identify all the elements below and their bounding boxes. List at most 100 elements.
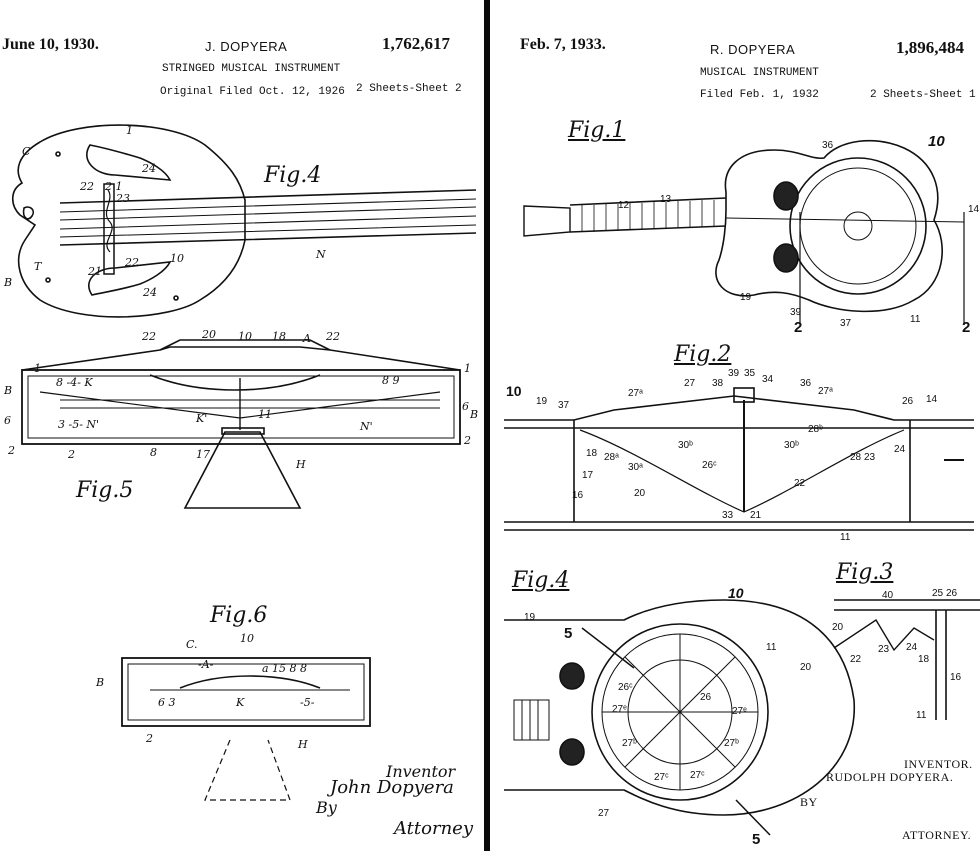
svg-text:27ᵉ: 27ᵉ <box>612 704 627 715</box>
svg-text:a 15 8 8: a 15 8 8 <box>262 662 307 675</box>
svg-text:27ᶜ: 27ᶜ <box>654 772 669 783</box>
svg-text:-A-: -A- <box>198 658 214 671</box>
svg-text:2: 2 <box>145 732 153 745</box>
svg-text:5: 5 <box>564 625 572 642</box>
svg-text:36: 36 <box>822 140 834 151</box>
svg-text:11: 11 <box>766 642 777 653</box>
fig5-cone <box>183 431 302 509</box>
left-fig4-label: Fig.4 <box>264 163 322 188</box>
svg-text:C: C <box>22 145 31 158</box>
svg-text:19: 19 <box>524 612 536 623</box>
svg-text:11: 11 <box>840 532 851 543</box>
svg-text:20: 20 <box>832 622 844 633</box>
svg-text:10: 10 <box>170 252 184 265</box>
svg-text:B: B <box>3 384 12 397</box>
svg-text:6 3: 6 3 <box>158 696 176 709</box>
fig4-neck <box>59 189 477 246</box>
right-date: Feb. 7, 1933. <box>520 36 606 53</box>
right-fig3-label: Fig.3 <box>836 560 894 585</box>
svg-text:13: 13 <box>660 194 672 205</box>
svg-text:24: 24 <box>894 444 906 455</box>
svg-text:28: 28 <box>850 452 862 463</box>
svg-text:16: 16 <box>950 672 962 683</box>
svg-text:B: B <box>95 676 104 689</box>
svg-text:21: 21 <box>87 265 102 278</box>
left-patent-number: 1,762,617 <box>382 34 450 53</box>
svg-text:2: 2 <box>7 444 15 457</box>
svg-text:K': K' <box>195 412 207 425</box>
right-title: MUSICAL INSTRUMENT <box>700 67 819 79</box>
svg-text:22: 22 <box>79 180 94 193</box>
svg-text:11: 11 <box>910 314 921 325</box>
svg-text:23: 23 <box>115 192 130 205</box>
svg-text:17: 17 <box>196 448 210 461</box>
svg-text:16: 16 <box>572 490 584 501</box>
right-inventor: R. DOPYERA <box>710 42 796 57</box>
svg-text:27ᵇ: 27ᵇ <box>622 738 637 749</box>
left-title: STRINGED MUSICAL INSTRUMENT <box>162 63 341 75</box>
svg-text:21: 21 <box>750 510 762 521</box>
svg-text:14: 14 <box>926 394 938 405</box>
svg-text:22: 22 <box>124 256 139 269</box>
svg-text:N: N <box>315 248 326 261</box>
svg-text:38: 38 <box>712 378 724 389</box>
left-fig6-label: Fig.6 <box>210 603 268 628</box>
svg-text:1: 1 <box>34 362 41 375</box>
svg-text:10: 10 <box>728 585 744 601</box>
left-inventor-signature: John Dopyera <box>330 777 454 798</box>
left-sheets: 2 Sheets-Sheet 2 <box>356 83 462 95</box>
svg-text:17: 17 <box>582 470 594 481</box>
svg-text:24: 24 <box>142 286 157 299</box>
left-inventor: J. DOPYERA <box>205 39 288 54</box>
svg-text:2: 2 <box>962 319 970 336</box>
svg-text:2: 2 <box>67 448 75 461</box>
svg-text:26ᶜ: 26ᶜ <box>702 460 717 471</box>
svg-text:2 1: 2 1 <box>104 180 123 193</box>
right-fig1-label: Fig.1 <box>568 118 626 143</box>
svg-text:10: 10 <box>506 383 522 399</box>
right-sheets: 2 Sheets-Sheet 1 <box>870 89 976 101</box>
left-filed: Original Filed Oct. 12, 1926 <box>160 86 345 98</box>
left-attorney: Attorney <box>394 818 474 839</box>
fig1-resonator <box>789 157 927 295</box>
svg-text:-5-: -5- <box>300 696 315 709</box>
svg-text:27ᵉ: 27ᵉ <box>732 706 747 717</box>
patent-sheet-right: Feb. 7, 1933. R. DOPYERA 1,896,484 MUSIC… <box>494 0 980 851</box>
svg-text:27: 27 <box>598 808 610 819</box>
svg-text:26ᶜ: 26ᶜ <box>618 682 633 693</box>
svg-text:23: 23 <box>864 452 876 463</box>
svg-text:B: B <box>3 276 12 289</box>
svg-text:2: 2 <box>794 319 802 336</box>
svg-text:30ᵇ: 30ᵇ <box>678 440 693 451</box>
svg-text:22: 22 <box>325 330 340 343</box>
svg-text:10: 10 <box>238 330 252 343</box>
svg-text:25: 25 <box>932 588 944 599</box>
svg-text:27ᵇ: 27ᵇ <box>724 738 739 749</box>
svg-text:11: 11 <box>258 408 272 421</box>
svg-text:10: 10 <box>928 133 945 150</box>
svg-text:27ᵃ: 27ᵃ <box>628 388 643 399</box>
svg-text:28ᵇ: 28ᵇ <box>808 424 823 435</box>
left-inventor-role: Inventor <box>386 762 456 781</box>
svg-text:1: 1 <box>126 124 133 137</box>
svg-text:C.: C. <box>186 638 198 651</box>
svg-text:B: B <box>469 408 478 421</box>
svg-text:N': N' <box>359 420 373 433</box>
svg-text:H: H <box>297 738 308 751</box>
svg-text:10: 10 <box>240 632 254 645</box>
fig3-detail <box>834 599 980 720</box>
sheet-divider <box>484 0 490 851</box>
svg-text:20: 20 <box>800 662 812 673</box>
svg-text:24: 24 <box>906 642 918 653</box>
right-attorney: ATTORNEY. <box>902 828 972 842</box>
patent-sheet-left: June 10, 1930. J. DOPYERA 1,762,617 STRI… <box>0 0 486 851</box>
svg-text:18: 18 <box>918 654 930 665</box>
svg-text:37: 37 <box>840 318 852 329</box>
right-inventor-name: RUDOLPH DOPYERA. <box>826 770 954 784</box>
svg-text:2: 2 <box>463 434 471 447</box>
svg-text:35: 35 <box>744 368 756 379</box>
svg-text:1: 1 <box>464 362 471 375</box>
svg-text:20: 20 <box>634 488 646 499</box>
svg-text:40: 40 <box>882 590 894 601</box>
